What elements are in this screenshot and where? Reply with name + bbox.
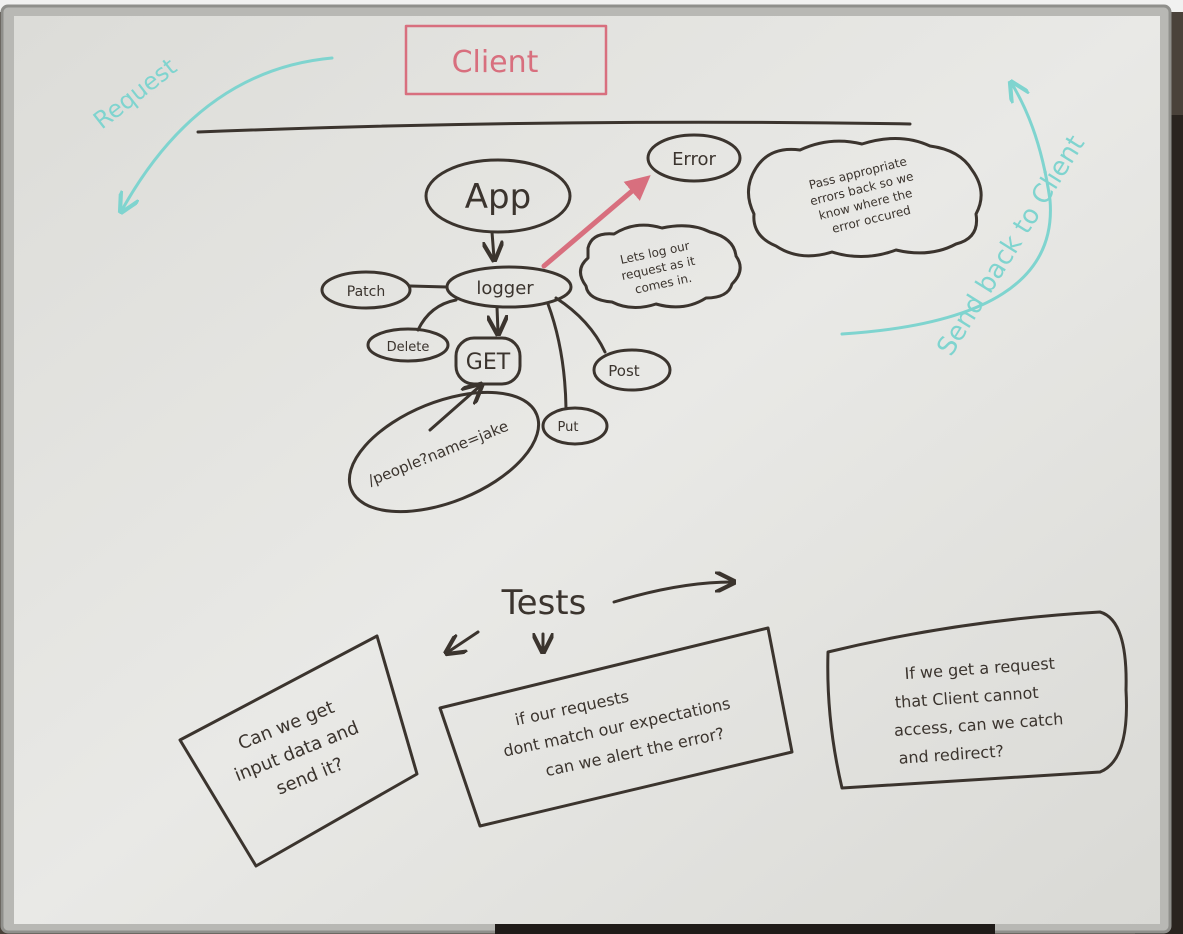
- tests-right-arrow: [612, 582, 732, 604]
- test-box-1: [178, 634, 419, 868]
- tests-title: Tests: [501, 583, 587, 623]
- logger-note-cloud: [579, 223, 742, 309]
- client-box: [404, 24, 608, 96]
- query-to-get-arrow: [428, 386, 480, 432]
- error-note-cloud: [747, 136, 983, 259]
- app-label: App: [465, 177, 531, 217]
- get-node: [454, 336, 522, 386]
- logger-to-patch-line: [408, 284, 449, 289]
- logger-to-post-line: [554, 296, 607, 354]
- query-node: [347, 390, 541, 514]
- app-node: [424, 158, 572, 234]
- logger-to-delete-line: [416, 298, 458, 332]
- board-surface: [14, 16, 1160, 924]
- get-label: GET: [466, 350, 511, 375]
- error-node: [646, 133, 742, 183]
- logger-to-get-arrow: [497, 305, 498, 332]
- send-back-arrow: [840, 84, 1052, 336]
- delete-node: [366, 327, 450, 363]
- tests-left-arrow: [448, 630, 480, 652]
- logger-to-error-arrow: [541, 175, 651, 269]
- patch-node: [320, 270, 412, 310]
- put-node: [541, 406, 609, 446]
- patch-label: Patch: [347, 284, 385, 300]
- logger-label: logger: [476, 278, 534, 299]
- test-box-2: [438, 626, 794, 828]
- error-note-text: Pass appropriate errors back so we know …: [805, 153, 927, 240]
- post-node: [592, 348, 672, 392]
- error-label: Error: [672, 149, 716, 170]
- client-label: Client: [452, 45, 539, 80]
- app-to-logger-arrow: [492, 230, 494, 258]
- logger-to-put-line: [546, 302, 568, 410]
- delete-label: Delete: [387, 340, 430, 355]
- client-divider-line: [196, 120, 912, 134]
- test-box-3: [826, 610, 1128, 790]
- put-label: Put: [558, 420, 579, 435]
- request-arrow: [122, 56, 334, 210]
- post-label: Post: [608, 362, 640, 380]
